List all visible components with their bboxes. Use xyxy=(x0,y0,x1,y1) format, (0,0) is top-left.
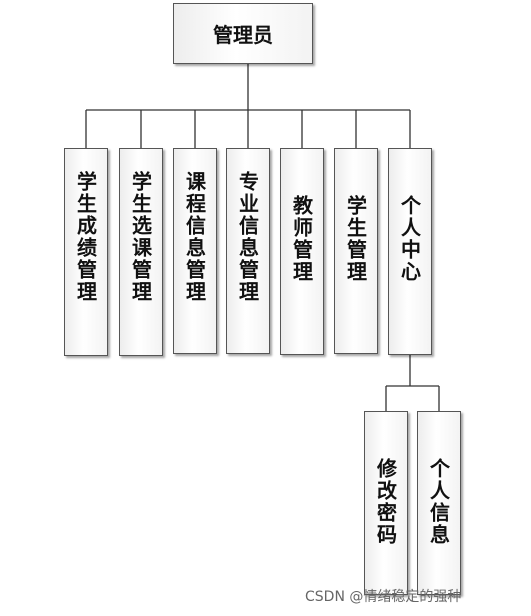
node-change-password: 修改密码 xyxy=(364,411,408,595)
node-personal-info: 个人信息 xyxy=(417,411,461,595)
node-personal-center-label: 个人中心 xyxy=(397,195,422,283)
node-student-management-label: 学生管理 xyxy=(343,195,368,283)
watermark-text: CSDN @情绪稳定的强种 xyxy=(305,589,462,605)
node-admin: 管理员 xyxy=(173,3,313,64)
node-teacher-management: 教师管理 xyxy=(280,148,324,355)
node-admin-label: 管理员 xyxy=(213,23,273,47)
node-change-password-label: 修改密码 xyxy=(373,458,398,546)
node-major-info: 专业信息管理 xyxy=(226,148,270,354)
node-teacher-management-label: 教师管理 xyxy=(289,195,314,283)
node-student-management: 学生管理 xyxy=(334,148,378,354)
node-course-info: 课程信息管理 xyxy=(173,148,217,354)
node-course-selection-label: 学生选课管理 xyxy=(128,171,153,303)
node-student-grades: 学生成绩管理 xyxy=(64,148,108,356)
node-student-grades-label: 学生成绩管理 xyxy=(73,171,98,303)
node-major-info-label: 专业信息管理 xyxy=(235,171,260,303)
node-course-selection: 学生选课管理 xyxy=(119,148,163,356)
node-personal-center: 个人中心 xyxy=(388,148,432,355)
node-course-info-label: 课程信息管理 xyxy=(182,171,207,303)
node-personal-info-label: 个人信息 xyxy=(426,458,451,546)
